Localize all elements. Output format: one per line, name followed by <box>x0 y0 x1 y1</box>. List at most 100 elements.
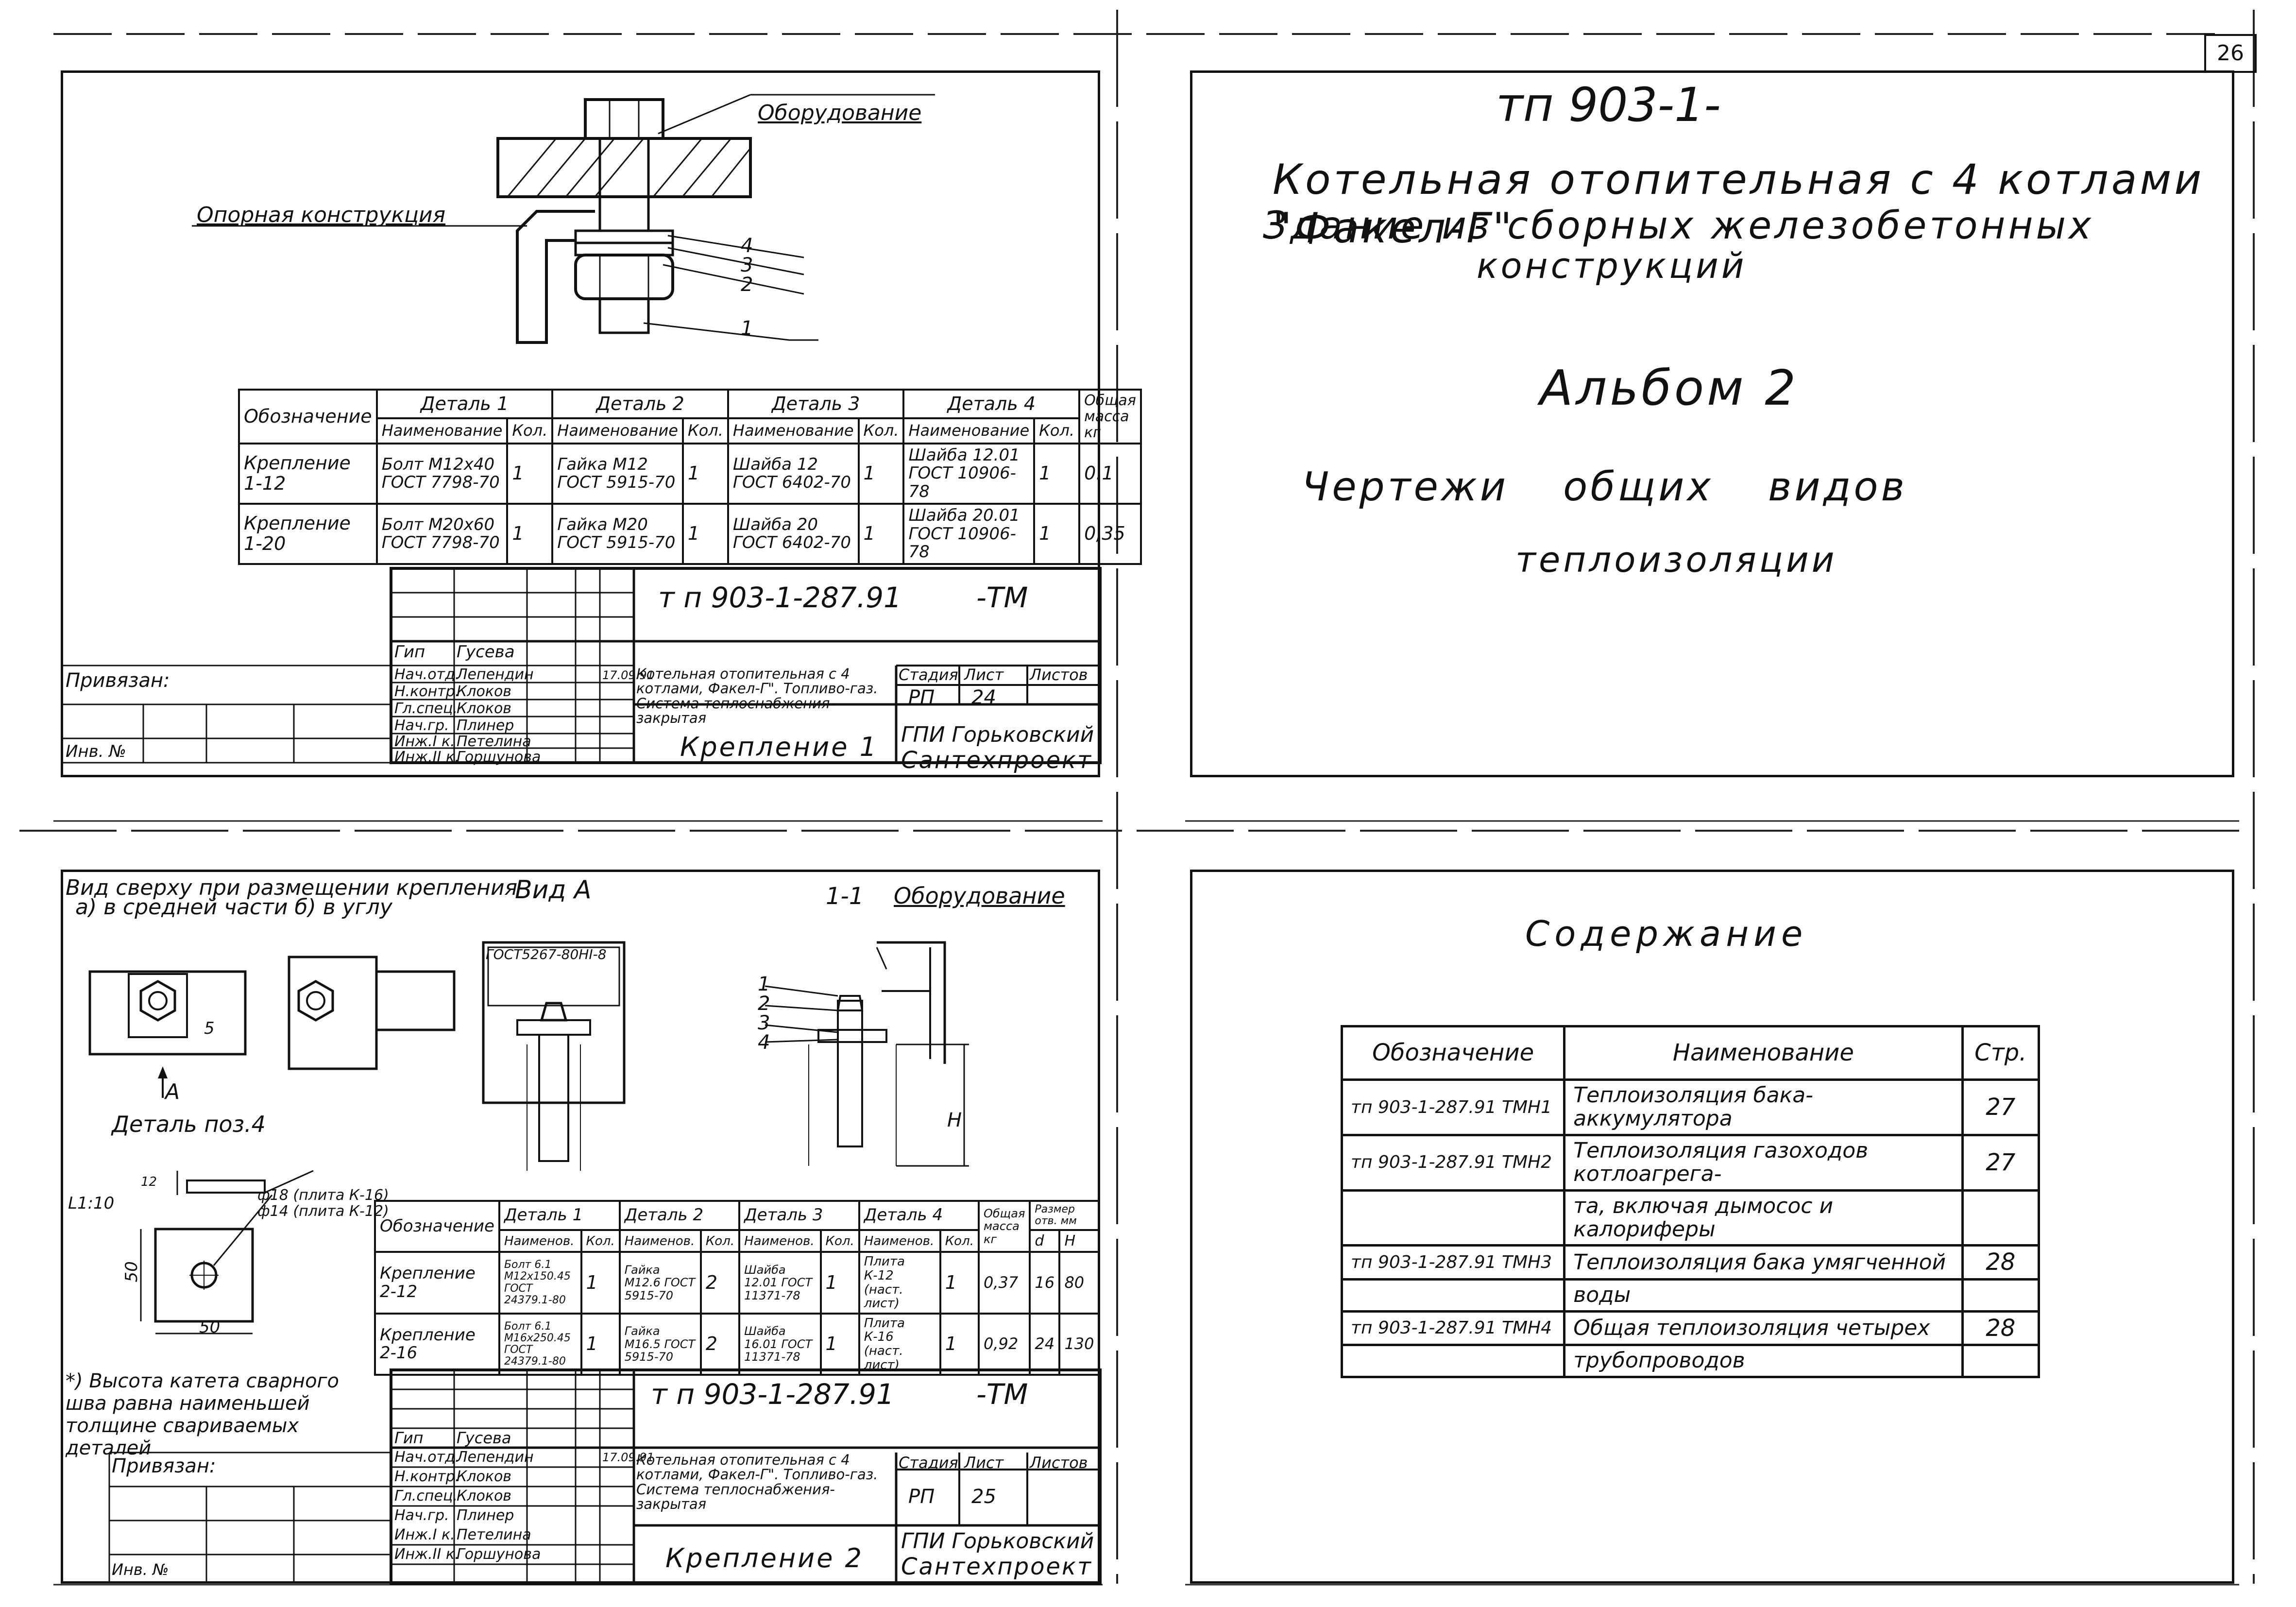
bolt-head <box>584 98 664 140</box>
sheet1-role-0: Гип <box>394 642 425 662</box>
sheet1-stamp-grid <box>61 567 1102 764</box>
sheet2-role-4: Нач.гр. <box>394 1507 449 1524</box>
contents-name: та, включая дымосос и калориферы <box>1563 1189 1964 1247</box>
sheet2-name-4: Плинер <box>457 1507 514 1524</box>
sheet1-sheet: 24 <box>971 686 996 709</box>
spec-h-name: Наименование <box>902 417 1036 444</box>
spec-qty: 1 <box>580 1251 621 1315</box>
spec-qty: 2 <box>699 1312 741 1376</box>
contents-page <box>1961 1344 2041 1378</box>
spec-detail: Болт 6.1 М16х250.45 ГОСТ 24379.1-80 <box>498 1312 582 1376</box>
sheet2-role-3: Гл.спец. <box>394 1487 458 1504</box>
view-a-anchor <box>538 1034 569 1162</box>
contents-row: та, включая дымосос и калориферы <box>1340 1189 2041 1247</box>
spec-mass: 0,92 <box>977 1312 1031 1376</box>
spec-h-qty: Кол. <box>819 1229 860 1253</box>
sheet2-name-0: Гусева <box>457 1429 511 1447</box>
sheet2-name-3: Клоков <box>457 1487 511 1504</box>
sheet2-sheets-h: Листов <box>1030 1453 1088 1472</box>
spec-designation: Крепление 2-12 <box>374 1251 500 1315</box>
page-number: 26 <box>2217 41 2244 66</box>
spec-qty: 1 <box>819 1312 860 1376</box>
sheet2-callout-3: 3 <box>758 1012 770 1034</box>
contents-name: Теплоизоляция бака-аккумулятора <box>1563 1078 1964 1136</box>
spec-detail: Шайба 12 ГОСТ 6402-70 <box>727 442 860 505</box>
spec-h-detail1: Деталь 1 <box>498 1199 621 1231</box>
sheet2-hole-2: ф14 (плита К-12) <box>257 1203 389 1220</box>
contents-table: Обозначение Наименование Стр. тп 903-1-2… <box>1340 1025 2041 1378</box>
contents-page <box>1961 1278 2041 1313</box>
sheet2-role-5: Инж.I к. <box>394 1526 455 1543</box>
contents-code: тп 903-1-287.91 ТМН4 <box>1340 1310 1566 1347</box>
sheet2-gost-label: ГОСТ5267-80НI-8 <box>486 946 607 962</box>
title-line-2: Здание из сборных железобетонных <box>1263 204 2094 248</box>
sheet1-doc-code: т п 903-1-287.91 <box>658 583 901 613</box>
contents-row: трубопроводов <box>1340 1344 2041 1378</box>
sheet2-stamp-grid <box>108 1368 1102 1585</box>
spec-h-qty: Кол. <box>506 417 554 444</box>
spec-h: 130 <box>1058 1312 1100 1376</box>
spec-mass: 0,35 <box>1078 503 1142 565</box>
spec-row: Крепление 2-12 Болт 6.1 М12х150.45 ГОСТ … <box>374 1251 1100 1315</box>
spec-detail: Плита К-12 (наст. лист) <box>858 1251 941 1315</box>
sheet2-dim-50-horizontal: 50 <box>199 1317 221 1337</box>
sheet1-sheets-h: Листов <box>1030 666 1088 684</box>
spec-h-qty: Кол. <box>699 1229 741 1253</box>
spec-h-detail3: Деталь 3 <box>738 1199 860 1231</box>
sheet2-doc-suffix: -ТМ <box>976 1378 1028 1411</box>
sheet2-dim-5: 5 <box>204 1019 215 1038</box>
sheet2-section: 1-1 <box>826 883 864 910</box>
spec-qty: 1 <box>681 503 729 565</box>
contents-code: тп 903-1-287.91 ТМН1 <box>1340 1078 1566 1136</box>
title-line-1: Котельная отопительная с 4 котлами "Факе… <box>1273 155 2205 253</box>
title-sheet-frame <box>1190 70 2234 777</box>
sheet2-sheet-h: Лист <box>964 1453 1004 1472</box>
contents-header-code: Обозначение <box>1340 1025 1566 1081</box>
spec-detail: Болт М20х60 ГОСТ 7798-70 <box>375 503 509 565</box>
spec-header-row: Обозначение Деталь 1 Деталь 2 Деталь 3 Д… <box>238 388 1142 444</box>
spec-h-d: d <box>1029 1229 1061 1253</box>
spec-h-size: Размер отв. мм <box>1029 1199 1100 1231</box>
sheet1-callout-3: 3 <box>741 254 753 276</box>
spec-h-h: Н <box>1058 1229 1100 1253</box>
title-line-3: конструкций <box>1477 245 1747 286</box>
sheet2-plate-plan <box>140 1195 273 1334</box>
sheet2-doc-code: т п 903-1-287.91 <box>651 1378 894 1411</box>
spec-h-name: Наименов. <box>498 1229 582 1253</box>
sheet1-org1: ГПИ Горьковский <box>901 722 1094 747</box>
spec-detail: Шайба 12.01 ГОСТ 10906-78 <box>902 442 1036 505</box>
sheet1-title: Крепление 1 <box>680 732 879 762</box>
doc-code-text: т п 903-1-287.91 <box>658 581 901 614</box>
sheet2-sheet: 25 <box>971 1486 996 1508</box>
sheet2-scale: L1:10 <box>68 1194 115 1213</box>
nut <box>574 254 674 300</box>
detail-plate-side <box>186 1180 266 1194</box>
spec-qty: 1 <box>1033 442 1081 505</box>
sheet2-callout-4: 4 <box>758 1031 770 1054</box>
sheet1-support-label: Опорная конструкция <box>197 203 446 227</box>
sheet2-stage: РП <box>908 1486 935 1508</box>
sheet1-role-1: Нач.отд. <box>394 666 460 683</box>
spec-h-name: Наименов. <box>738 1229 822 1253</box>
sheet2-date: 17.09.91 <box>602 1451 654 1464</box>
sheet1-name-6: Горшунова <box>457 749 541 766</box>
sheet2-bound-label: Привязан: <box>112 1455 216 1477</box>
contents-code: тп 903-1-287.91 ТМН2 <box>1340 1133 1566 1192</box>
sheet1-stage-h: Стадия <box>899 666 958 684</box>
sheet2-drawings <box>88 941 969 1195</box>
contents-page <box>1961 1189 2041 1247</box>
contents-page: 27 <box>1961 1133 2041 1192</box>
spec-detail: Гайка М16.5 ГОСТ 5915-70 <box>618 1312 702 1376</box>
spec-detail: Болт М12х40 ГОСТ 7798-70 <box>375 442 509 505</box>
sheet2-top-note-1: Вид сверху при размещении крепления <box>66 875 518 900</box>
spec-detail: Шайба 12.01 ГОСТ 11371-78 <box>738 1251 822 1315</box>
washer <box>574 229 674 244</box>
spec-h-qty: Кол. <box>939 1229 980 1253</box>
contents-row: воды <box>1340 1278 2041 1313</box>
sheet1-name-3: Клоков <box>457 700 511 717</box>
spec-h-qty: Кол. <box>1033 417 1081 444</box>
spec-h-name: Наименов. <box>858 1229 941 1253</box>
spec-h-designation: Обозначение <box>374 1199 500 1253</box>
